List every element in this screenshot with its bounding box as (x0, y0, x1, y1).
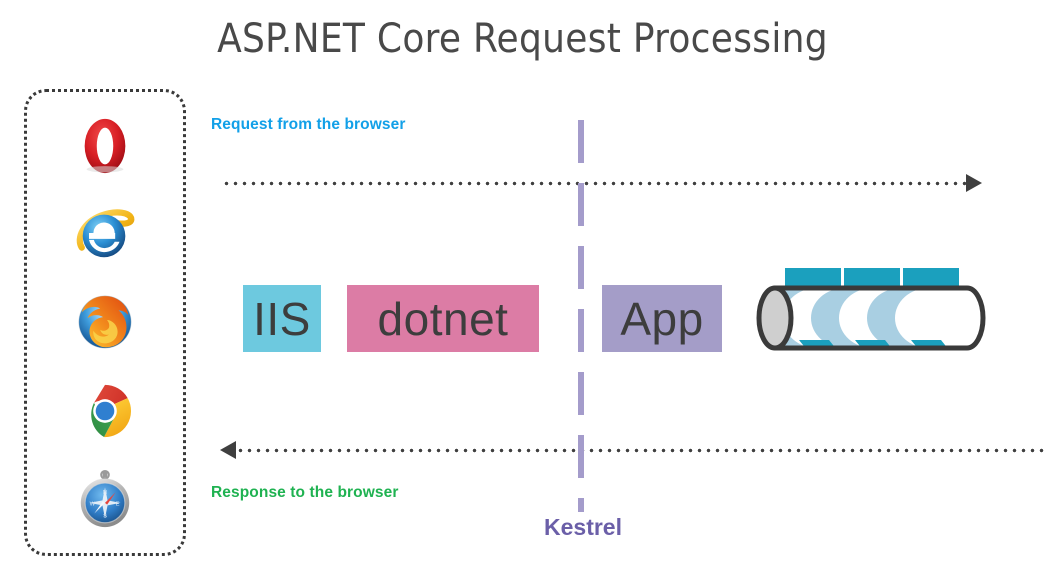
internet-explorer-icon (74, 203, 136, 265)
browser-clients-panel: N S E W (24, 89, 186, 556)
stage-box-app: App (602, 285, 722, 352)
response-flow-label: Response to the browser (211, 484, 399, 501)
firefox-icon (74, 291, 136, 353)
request-flow-arrow (222, 174, 987, 192)
safari-icon: N S E W (74, 468, 136, 530)
browser-icon-list: N S E W (27, 92, 183, 553)
response-flow-dotted-line (236, 448, 1045, 453)
middleware-pipeline-cylinder (745, 262, 995, 374)
chrome-icon (74, 380, 136, 442)
kestrel-boundary-divider (578, 120, 584, 512)
stage-box-iis: IIS (243, 285, 321, 352)
page-title: ASP.NET Core Request Processing (217, 16, 828, 62)
svg-text:N: N (103, 490, 107, 496)
svg-text:S: S (103, 513, 107, 519)
request-arrowhead-icon (966, 174, 982, 192)
request-flow-label: Request from the browser (211, 116, 406, 133)
opera-icon (74, 115, 136, 177)
response-flow-arrow (220, 441, 1045, 459)
svg-text:W: W (90, 501, 96, 507)
stage-box-dotnet: dotnet (347, 285, 539, 352)
svg-text:E: E (116, 501, 120, 507)
response-arrowhead-icon (220, 441, 236, 459)
request-flow-dotted-line (222, 181, 966, 186)
kestrel-label: Kestrel (544, 514, 622, 540)
